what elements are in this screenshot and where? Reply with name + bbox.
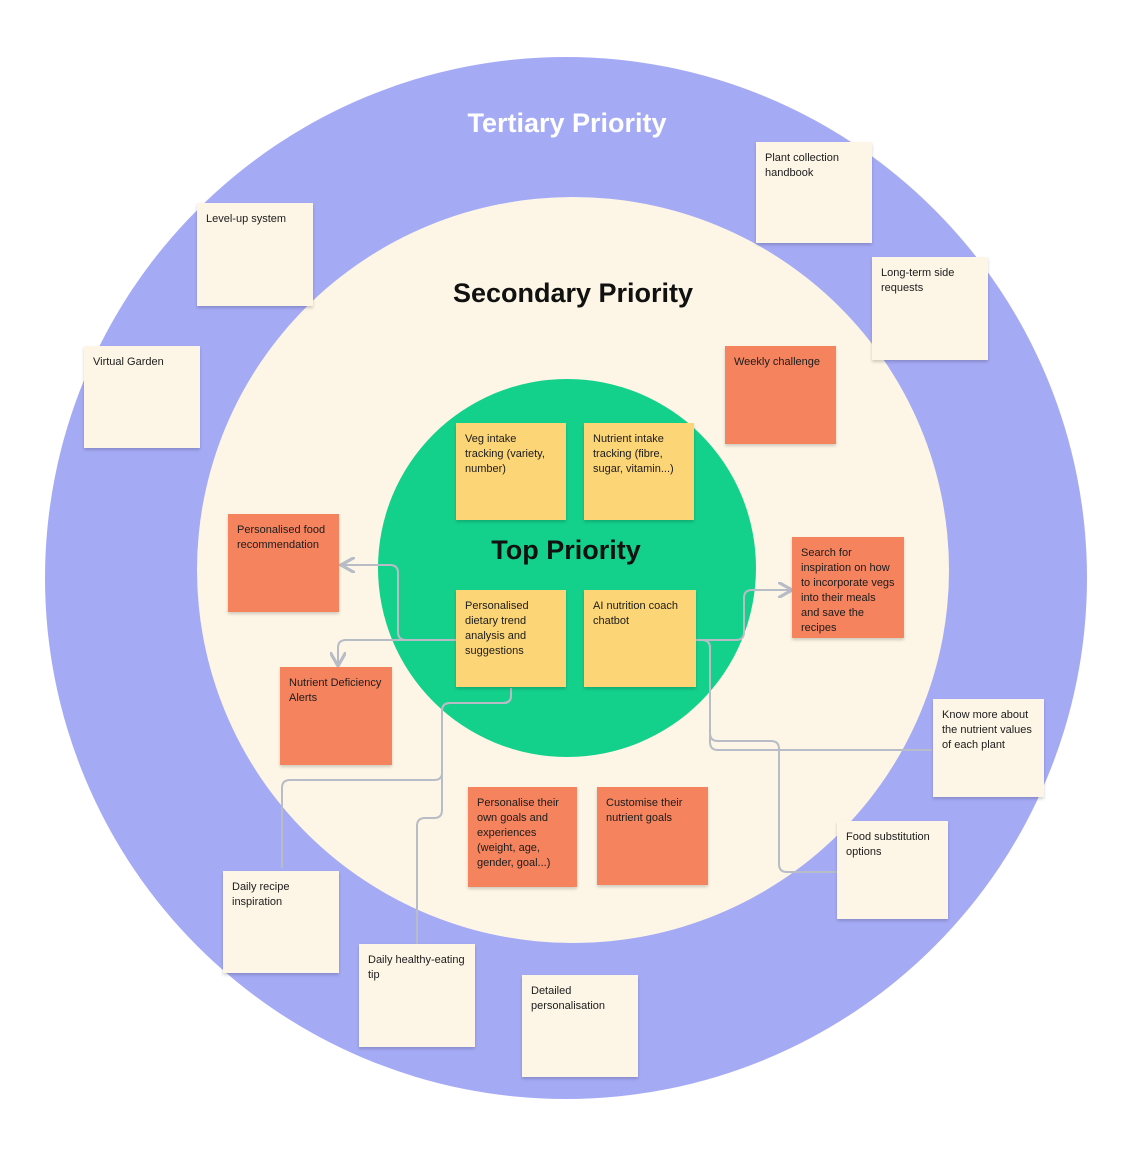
note-personalised-dietary-trend[interactable]: Personalised dietary trend analysis and … (456, 590, 566, 687)
top-priority-circle (378, 379, 756, 757)
note-daily-recipe-inspiration[interactable]: Daily recipe inspiration (223, 871, 339, 973)
note-search-for-inspiration[interactable]: Search for inspiration on how to incorpo… (792, 537, 904, 638)
note-know-more-nutrient-values[interactable]: Know more about the nutrient values of e… (933, 699, 1044, 797)
note-virtual-garden[interactable]: Virtual Garden (84, 346, 200, 448)
note-food-substitution-options[interactable]: Food substitution options (837, 821, 948, 919)
note-level-up-system[interactable]: Level-up system (197, 203, 313, 306)
note-nutrient-deficiency-alerts[interactable]: Nutrient Deficiency Alerts (280, 667, 392, 765)
top-priority-title: Top Priority (491, 535, 641, 565)
note-detailed-personalisation[interactable]: Detailed personalisation (522, 975, 638, 1077)
note-long-term-side-requests[interactable]: Long-term side requests (872, 257, 988, 360)
note-personalise-goals[interactable]: Personalise their own goals and experien… (468, 787, 577, 887)
note-customise-nutrient-goals[interactable]: Customise their nutrient goals (597, 787, 708, 885)
note-daily-healthy-eating-tip[interactable]: Daily healthy-eating tip (359, 944, 475, 1047)
secondary-priority-title: Secondary Priority (452, 278, 694, 308)
note-weekly-challenge[interactable]: Weekly challenge (725, 346, 836, 444)
tertiary-priority-title: Tertiary Priority (467, 108, 667, 138)
note-ai-nutrition-coach[interactable]: AI nutrition coach chatbot (584, 590, 696, 687)
note-personalised-food-recommendation[interactable]: Personalised food recommendation (228, 514, 339, 612)
note-plant-collection-handbook[interactable]: Plant collection handbook (756, 142, 872, 243)
note-nutrient-intake-tracking[interactable]: Nutrient intake tracking (fibre, sugar, … (584, 423, 694, 520)
note-veg-intake-tracking[interactable]: Veg intake tracking (variety, number) (456, 423, 566, 520)
